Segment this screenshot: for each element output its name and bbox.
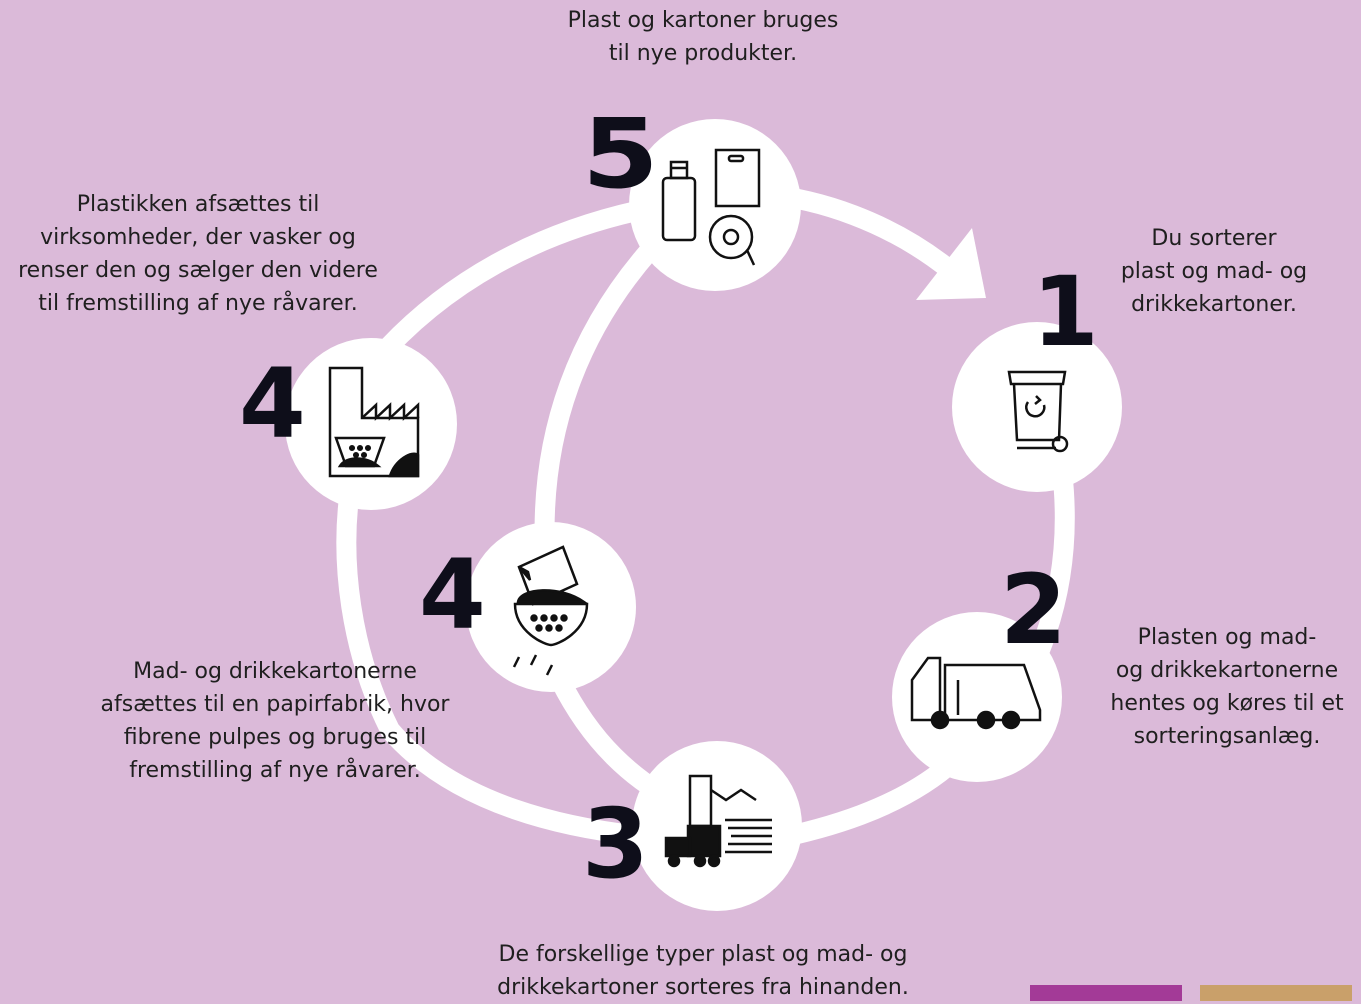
garbage-truck-icon (910, 656, 1042, 730)
new-products-icon (661, 148, 761, 266)
caption-step-4b: Mad- og drikkekartonerne afsættes til en… (100, 659, 450, 783)
caption-step-4a: Plastikken afsættes til virksomheder, de… (18, 192, 378, 316)
paper-pulp-icon (512, 545, 589, 676)
caption-step-3: De forskellige typer plast og mad- og dr… (497, 942, 909, 1000)
step-circle-1 (952, 322, 1122, 492)
caption-step-2: Plasten og mad- og drikkekartonerne hent… (1110, 625, 1344, 749)
caption-step-1: Du sorterer plast og mad- og drikkekarto… (1120, 226, 1308, 317)
step-number-3: 3 (582, 788, 649, 900)
plastic-factory-icon (328, 366, 420, 478)
step-circle-2 (892, 612, 1062, 782)
tan-swatch (1200, 985, 1352, 1001)
recycling-bin-icon (1007, 370, 1069, 453)
step-circle-4a (285, 338, 457, 510)
arrow-head (916, 228, 986, 300)
step-number-5: 5 (581, 98, 659, 210)
caption-step-5: Plast og kartoner bruges til nye produkt… (567, 8, 839, 66)
step-number-4b: 4 (419, 539, 486, 651)
step-number-2: 2 (1000, 554, 1067, 666)
step-circle-4b (466, 522, 636, 692)
step-number-4a: 4 (239, 348, 306, 460)
magenta-swatch (1030, 985, 1182, 1001)
sorting-plant-icon (664, 774, 772, 868)
step-number-1: 1 (1032, 256, 1099, 368)
